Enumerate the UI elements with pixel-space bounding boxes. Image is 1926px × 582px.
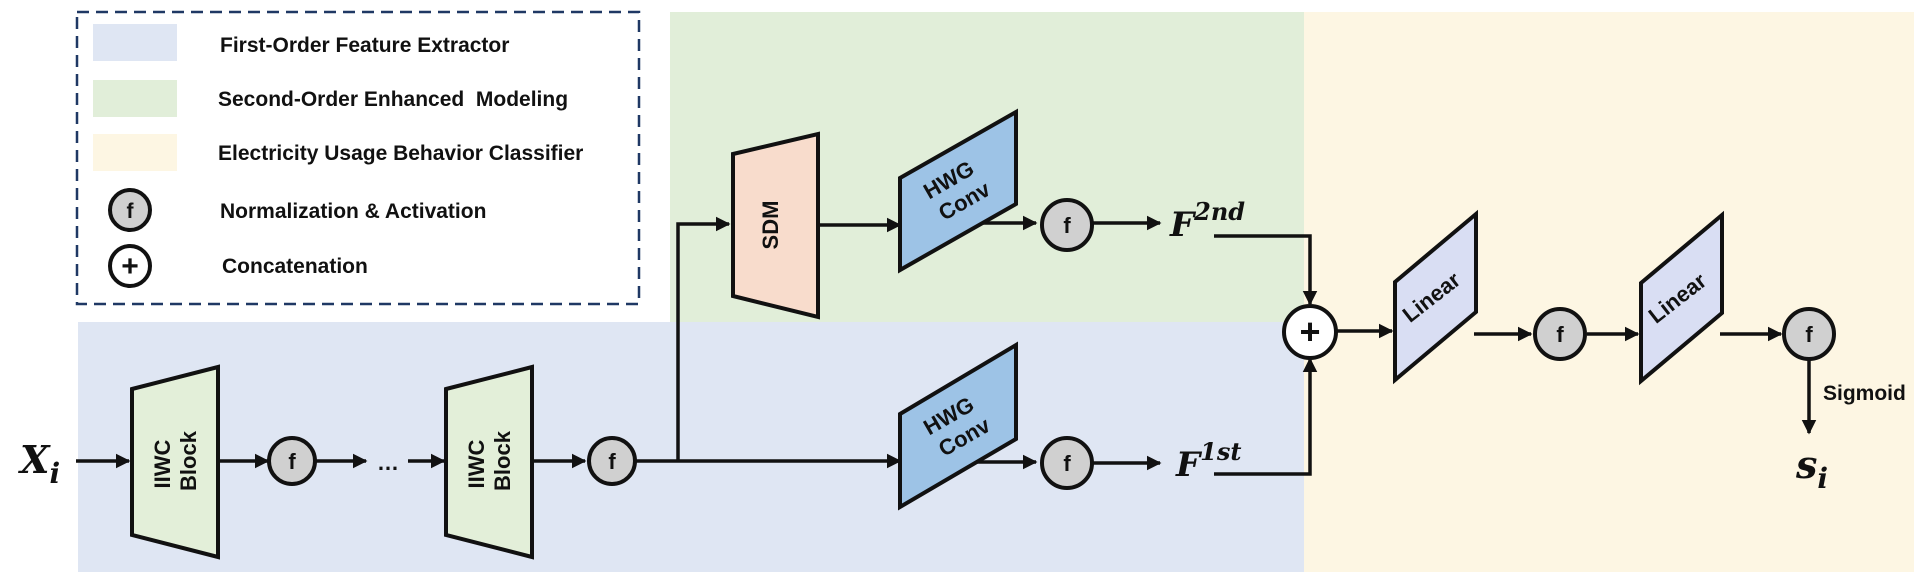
svg-text:f: f	[608, 449, 616, 474]
svg-text:IIWC Block: IIWC Block	[464, 430, 515, 491]
f-node-5: f	[1533, 307, 1587, 361]
legend-f-symbol: f	[127, 200, 135, 223]
f-node-2: f	[587, 436, 637, 486]
ellipsis: …	[377, 450, 399, 475]
legend-swatch-second-order	[93, 80, 177, 117]
input-x-label: Xi	[18, 437, 60, 490]
sdm-block: SDM	[731, 131, 820, 320]
iiwc-block-1-line1: IIWC	[150, 440, 175, 489]
legend-label-second-order: Second-Order Enhanced Modeling	[218, 88, 568, 111]
legend-swatch-classifier	[93, 134, 177, 171]
arrow-f2nd-to-concat	[1214, 234, 1318, 306]
f-node-3: f	[1040, 198, 1094, 252]
first-order-region	[78, 322, 1304, 572]
svg-text:+: +	[1299, 311, 1320, 352]
legend-f-node-icon: f	[108, 188, 152, 232]
legend-border	[75, 10, 641, 306]
svg-text:f: f	[1805, 322, 1813, 347]
legend-swatch-first-order	[93, 24, 177, 61]
legend-plus-node-icon: +	[108, 244, 152, 288]
hwg-conv-upper: HWG Conv	[898, 108, 1018, 274]
f1st-label: F1st	[1175, 437, 1241, 485]
iiwc-block-2-line1: IIWC	[464, 440, 489, 489]
svg-text:f: f	[1063, 451, 1071, 476]
f-node-6: f	[1782, 307, 1836, 361]
legend-label-classifier: Electricity Usage Behavior Classifier	[218, 142, 583, 165]
hwg-conv-lower: HWG Conv	[898, 341, 1018, 511]
arrow-branch-to-sdm	[676, 216, 731, 461]
linear-block-2: Linear	[1639, 210, 1724, 386]
linear-block-1: Linear	[1393, 209, 1478, 385]
f-node-4: f	[1040, 436, 1094, 490]
legend: f + First-Order Feature Extractor Second…	[75, 10, 641, 306]
svg-text:SDM: SDM	[758, 201, 783, 250]
legend-label-normalization: Normalization & Activation	[220, 200, 486, 223]
svg-text:f: f	[1063, 213, 1071, 238]
concat-node: +	[1282, 304, 1338, 360]
iiwc-block-2-line2: Block	[490, 430, 515, 491]
sdm-label: SDM	[758, 201, 783, 250]
f2nd-label: F2nd	[1169, 197, 1245, 245]
iiwc-block-1-line2: Block	[176, 430, 201, 491]
arrow-f1st-to-concat	[1214, 357, 1318, 476]
f-node-1: f	[267, 436, 317, 486]
svg-text:IIWC Block: IIWC Block	[150, 430, 201, 491]
output-s-label: si	[1795, 442, 1828, 495]
iiwc-block-1: IIWC Block	[130, 364, 220, 560]
iiwc-block-2: IIWC Block	[444, 364, 534, 560]
sigmoid-label: Sigmoid	[1823, 382, 1906, 405]
legend-plus-symbol: +	[121, 250, 139, 283]
legend-label-concatenation: Concatenation	[222, 255, 368, 278]
legend-label-first-order: First-Order Feature Extractor	[220, 34, 509, 57]
svg-text:f: f	[1556, 322, 1564, 347]
svg-text:f: f	[288, 449, 296, 474]
